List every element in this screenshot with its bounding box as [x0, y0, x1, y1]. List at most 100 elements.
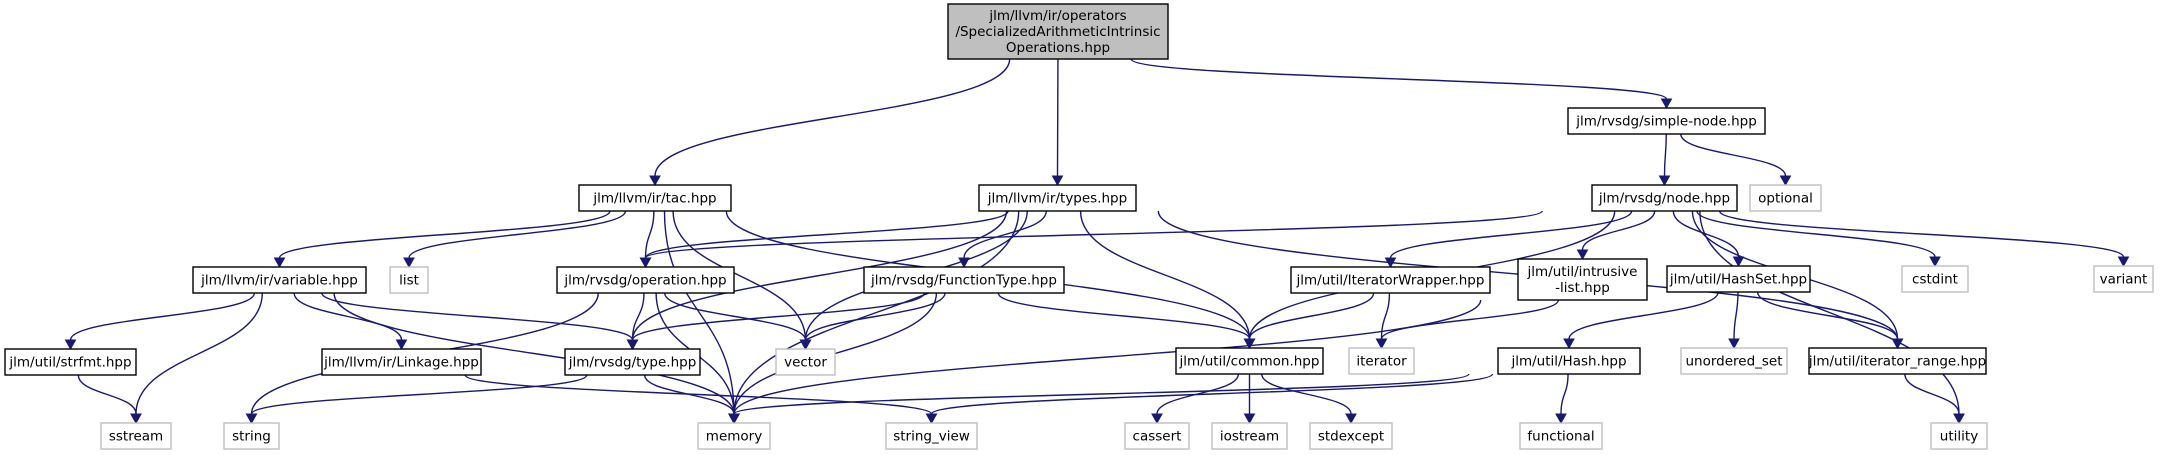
edge-line [644, 210, 1543, 259]
node-box [1680, 347, 1788, 375]
arrowhead-icon [2117, 256, 2130, 268]
edge-line [1680, 133, 1787, 177]
edge-line [1581, 210, 1656, 251]
node-tac[interactable]: jlm/llvm/ir/tac.hpp [578, 184, 732, 212]
edge-types-to-common [1079, 210, 1256, 350]
arrowhead-icon [1891, 338, 1904, 350]
node-hash[interactable]: jlm/util/Hash.hpp [1497, 347, 1641, 375]
arrowhead-icon [1779, 175, 1792, 187]
node-strfmt[interactable]: jlm/util/strfmt.hpp [4, 348, 137, 376]
node-iterator-range[interactable]: jlm/util/iterator_range.hpp [1808, 347, 1987, 375]
node-intrusive[interactable]: jlm/util/intrusive-list.hpp [1517, 258, 1648, 301]
node-label: cassert [1133, 429, 1182, 445]
node-string: string [223, 422, 280, 450]
node-box [775, 348, 836, 376]
arrowhead-icon [1732, 256, 1745, 268]
node-label: Operations.hpp [1006, 40, 1110, 56]
node-operation[interactable]: jlm/rvsdg/operation.hpp [556, 266, 735, 294]
node-node[interactable]: jlm/rvsdg/node.hpp [1591, 184, 1738, 212]
node-type[interactable]: jlm/rvsdg/type.hpp [564, 348, 701, 376]
arrowhead-icon [1151, 413, 1163, 425]
node-iteratorwrapper[interactable]: jlm/util/IteratorWrapper.hpp [1290, 266, 1491, 294]
edge-line [733, 299, 1482, 415]
edge-line [1663, 133, 1667, 177]
node-label: jlm/llvm/ir/types.hpp [987, 191, 1127, 207]
edge-line [663, 210, 735, 415]
edge-line [1248, 292, 1375, 340]
node-box [4, 348, 137, 376]
edge-common-to-cassert [1151, 373, 1240, 425]
node-label: jlm/rvsdg/FunctionType.hpp [870, 273, 1057, 289]
edge-line [77, 374, 137, 415]
edge-line [293, 292, 403, 341]
arrowhead-icon [1660, 98, 1673, 110]
arrowhead-icon [639, 257, 652, 269]
edge-line [1718, 210, 2125, 258]
edge-line [1696, 210, 1936, 258]
node-types[interactable]: jlm/llvm/ir/types.hpp [978, 184, 1137, 212]
edge-tac-to-list [403, 210, 627, 269]
edge-line [1904, 373, 1960, 415]
edge-line [672, 210, 807, 341]
edge-node-to-iteratorwrapper [1384, 210, 1633, 269]
edge-line [1756, 291, 1899, 340]
edge-line [250, 374, 588, 415]
node-label: -list.hpp [1555, 280, 1610, 296]
edge-line [1130, 58, 1668, 100]
node-box [1519, 422, 1603, 450]
node-box [1309, 422, 1393, 450]
node-box [1175, 347, 1324, 375]
node-box [1567, 107, 1766, 135]
node-label: jlm/llvm/ir/Linkage.hpp [323, 355, 479, 371]
node-box [885, 422, 978, 450]
node-label: jlm/llvm/ir/variable.hpp [200, 273, 358, 289]
arrowhead-icon [245, 413, 258, 425]
arrowhead-icon [64, 339, 77, 351]
node-box [1930, 422, 1988, 450]
node-box [1348, 347, 1415, 375]
node-variable[interactable]: jlm/llvm/ir/variable.hpp [192, 266, 367, 294]
node-box [1497, 347, 1641, 375]
arrowhead-icon [1728, 338, 1740, 350]
edge-line [1560, 373, 1569, 415]
edge-functiontype-to-type [626, 292, 925, 351]
node-root[interactable]: jlm/llvm/ir/operators/SpecializedArithme… [947, 3, 1169, 60]
edge-tac-to-variable [273, 210, 611, 269]
node-linkage[interactable]: jlm/llvm/ir/Linkage.hpp [321, 348, 482, 376]
edge-root-to-tac [649, 58, 1011, 187]
node-box [192, 266, 367, 294]
node-label: jlm/llvm/ir/tac.hpp [592, 191, 716, 207]
node-box [1290, 266, 1491, 294]
edge-root-to-types [1051, 58, 1064, 187]
edge-line [733, 373, 1470, 415]
node-label: cstdint [1912, 272, 1958, 288]
edge-simple_node-to-node [1658, 133, 1671, 187]
edge-line [804, 292, 946, 341]
node-stdexcept: stdexcept [1309, 422, 1393, 450]
arrowhead-icon [273, 257, 286, 269]
node-label: functional [1527, 429, 1594, 445]
node-box [321, 348, 482, 376]
node-functional: functional [1519, 422, 1603, 450]
arrowhead-icon [649, 175, 661, 187]
node-sstream: sstream [100, 422, 172, 450]
node-label: list [399, 273, 419, 289]
edge-line [1389, 210, 1633, 259]
arrowhead-icon [403, 257, 415, 269]
node-label: vector [784, 355, 827, 371]
arrowhead-icon [799, 339, 812, 351]
node-hashset[interactable]: jlm/util/HashSet.hpp [1666, 265, 1811, 293]
edge-line [1260, 373, 1352, 415]
node-label: memory [706, 429, 762, 445]
edge-line [1079, 210, 1251, 340]
arrowhead-icon [395, 339, 408, 351]
node-label: jlm/llvm/ir/operators [988, 8, 1126, 24]
node-common[interactable]: jlm/util/common.hpp [1175, 347, 1324, 375]
node-functiontype[interactable]: jlm/rvsdg/FunctionType.hpp [863, 266, 1065, 294]
edge-line [631, 292, 645, 341]
edge-hash-to-memory [728, 373, 1470, 425]
edge-line [733, 210, 1020, 415]
node-unordered-set: unordered_set [1680, 347, 1788, 375]
node-simple-node[interactable]: jlm/rvsdg/simple-node.hpp [1567, 107, 1766, 135]
arrowhead-icon [1658, 175, 1671, 187]
